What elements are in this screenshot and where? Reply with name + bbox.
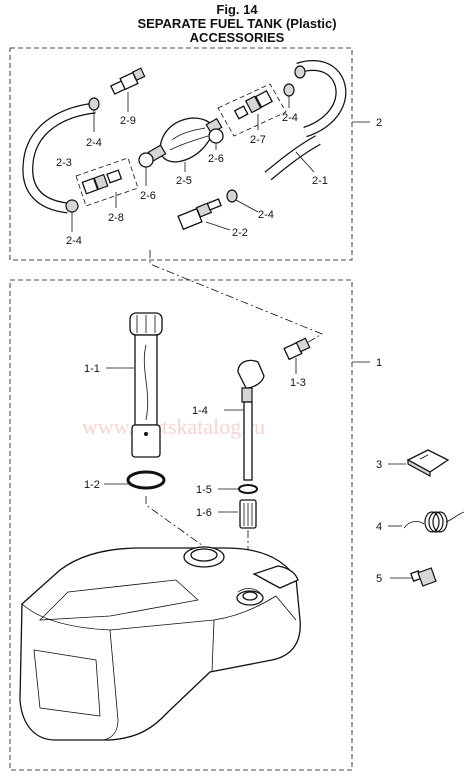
leader-2-4-e (235, 199, 259, 213)
callout-1-2: 1-2 (84, 479, 100, 491)
callout-2-5: 2-5 (176, 175, 192, 187)
part-4-spring-clip (403, 511, 465, 533)
leader-2-1 (295, 151, 315, 173)
clip-2-6-right (208, 128, 224, 144)
group-1-frame (9, 279, 353, 771)
callout-2-2: 2-2 (232, 227, 248, 239)
fuel-gauge-1-1 (129, 312, 163, 458)
connector-2-2 (177, 198, 222, 231)
callout-3: 3 (376, 459, 382, 471)
gauge-assembly-line (145, 496, 207, 549)
callout-5: 5 (376, 573, 382, 585)
callout-1-4: 1-4 (192, 405, 208, 417)
callout-4: 4 (376, 521, 382, 533)
callout-2-9: 2-9 (120, 115, 136, 127)
elbow-1-4 (237, 359, 265, 481)
callout-2-4-a: 2-4 (86, 137, 102, 149)
hose-2-3-inner (23, 103, 96, 213)
filter-1-6 (239, 499, 257, 529)
part-5-plug (410, 567, 437, 587)
callout-1-1: 1-1 (84, 363, 100, 375)
clip-2-4-top-left (88, 97, 100, 111)
clip-2-4-top-right (294, 65, 306, 79)
o-ring-1-2 (126, 470, 166, 490)
group-2-frame (9, 47, 353, 261)
clip-2-4-bottom-right (226, 189, 238, 203)
callout-1-5: 1-5 (196, 484, 212, 496)
figure-title: SEPARATE FUEL TANK (Plastic) (137, 16, 337, 31)
connector-2-8 (81, 169, 123, 195)
callout-1-3: 1-3 (290, 377, 306, 389)
connector-2-7 (233, 90, 273, 120)
group-2-8-frame (75, 157, 139, 207)
callout-2-4-c: 2-4 (282, 112, 298, 124)
o-ring-1-5 (238, 484, 258, 494)
callout-2-8: 2-8 (108, 212, 124, 224)
part-3-pad (406, 449, 450, 478)
group-2-7-frame (217, 83, 287, 137)
connector-2-9 (110, 67, 146, 95)
primer-bulb-2-5 (147, 117, 223, 163)
callout-2-7: 2-7 (250, 134, 266, 146)
watermark: www.partskatalog.ru (82, 414, 265, 439)
clip-2-4-right (283, 83, 295, 97)
group-2-label: 2 (376, 117, 382, 129)
clip-2-4-bottom-left (65, 199, 79, 213)
hose-2-1-inner (265, 136, 321, 180)
callout-2-4-e: 2-4 (258, 209, 274, 221)
leader-2-2 (205, 221, 231, 231)
group-1-label: 1 (376, 357, 382, 369)
fuel-tank (19, 546, 301, 741)
figure-number: Fig. 14 (216, 2, 258, 17)
callout-1-6: 1-6 (196, 507, 212, 519)
callout-2-1: 2-1 (312, 175, 328, 187)
figure-subtitle: ACCESSORIES (189, 30, 285, 45)
callout-2-6-a: 2-6 (140, 190, 156, 202)
link-line (149, 250, 323, 351)
clip-2-6-left (138, 152, 154, 168)
callout-2-6-b: 2-6 (208, 153, 224, 165)
connector-1-3 (283, 337, 311, 361)
hose-2-1-upper-inner (296, 61, 346, 137)
callout-2-3: 2-3 (56, 157, 72, 169)
callout-2-4-d: 2-4 (66, 235, 82, 247)
